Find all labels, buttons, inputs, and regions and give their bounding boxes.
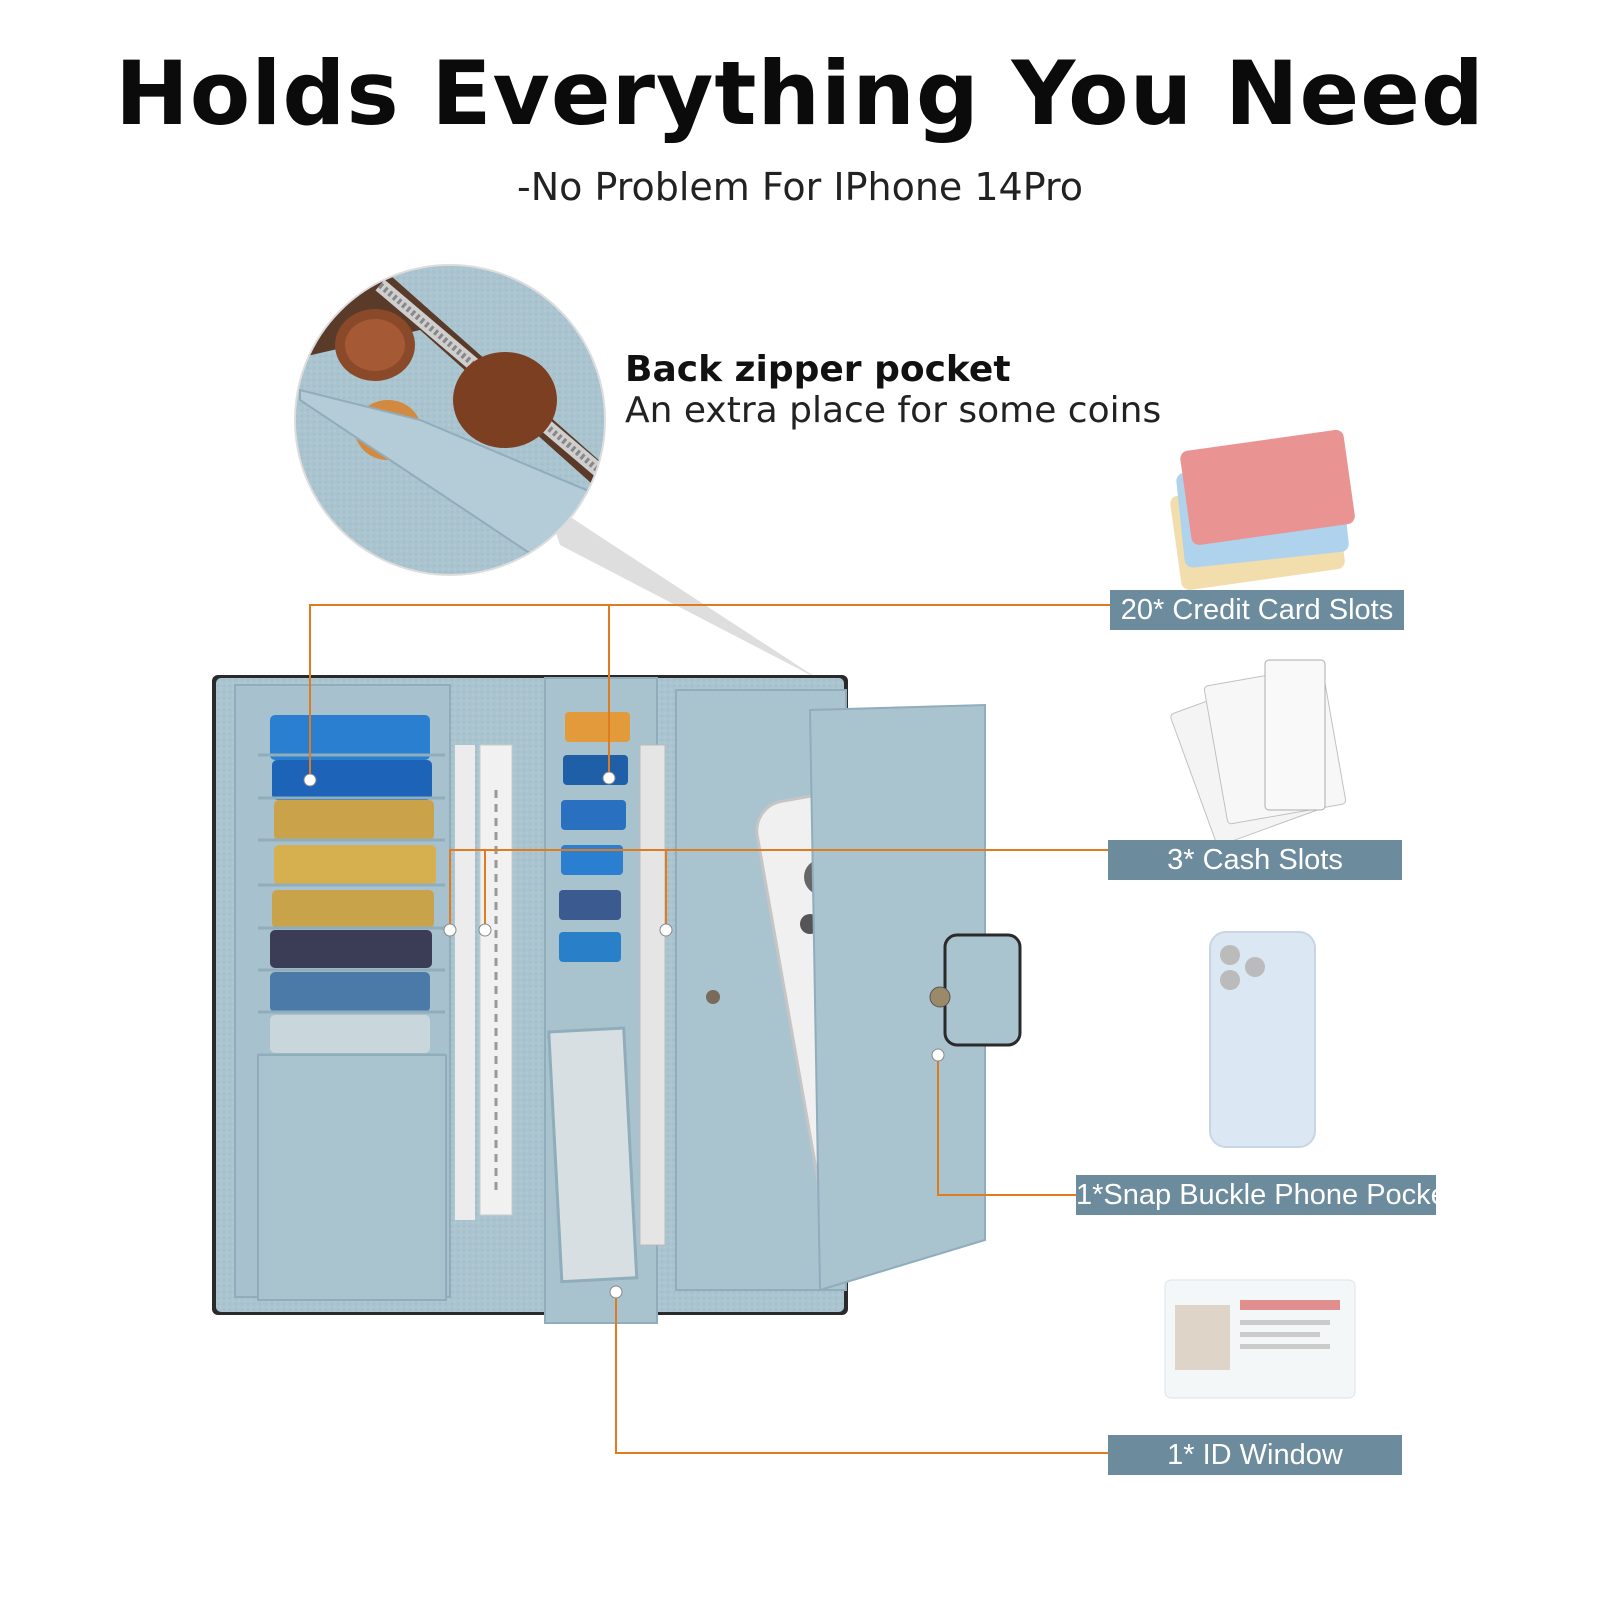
zoom-pointer	[545, 500, 820, 680]
page-subtitle: -No Problem For IPhone 14Pro	[517, 165, 1083, 209]
page-title: Holds Everything You Need	[115, 42, 1485, 145]
zipper-pocket-zoom	[295, 265, 605, 575]
id-window-icon	[547, 1026, 639, 1284]
zoom-callout-text: Back zipper pocket An extra place for so…	[625, 350, 1161, 432]
cash-bills-icon-middle	[639, 744, 666, 1246]
credit-card-slots-label: 20* Credit Card Slots	[1110, 590, 1404, 630]
coin-icon-2	[453, 352, 557, 448]
phone-icon	[1209, 931, 1316, 1148]
leader-lines	[309, 604, 1110, 1454]
coin-icon	[335, 309, 415, 381]
phone-pocket-label: 1*Snap Buckle Phone Pocket	[1076, 1175, 1455, 1215]
zoom-callout-description: An extra place for some coins	[625, 390, 1162, 431]
id-card-icon	[1164, 1279, 1356, 1399]
cash-slots-label: 3* Cash Slots	[1108, 840, 1402, 880]
credit-cards-icon-right	[1170, 429, 1355, 590]
cash-bills-icon	[455, 744, 513, 1220]
wallet-illustration	[212, 675, 1022, 1324]
cash-bills-icon-right	[1170, 659, 1347, 846]
credit-cards-icon-middle	[559, 712, 630, 962]
leader-dots	[303, 771, 945, 1299]
zoom-callout-title: Back zipper pocket	[625, 349, 1011, 390]
snap-button-icon	[929, 986, 951, 1008]
id-window-label: 1* ID Window	[1108, 1435, 1402, 1475]
